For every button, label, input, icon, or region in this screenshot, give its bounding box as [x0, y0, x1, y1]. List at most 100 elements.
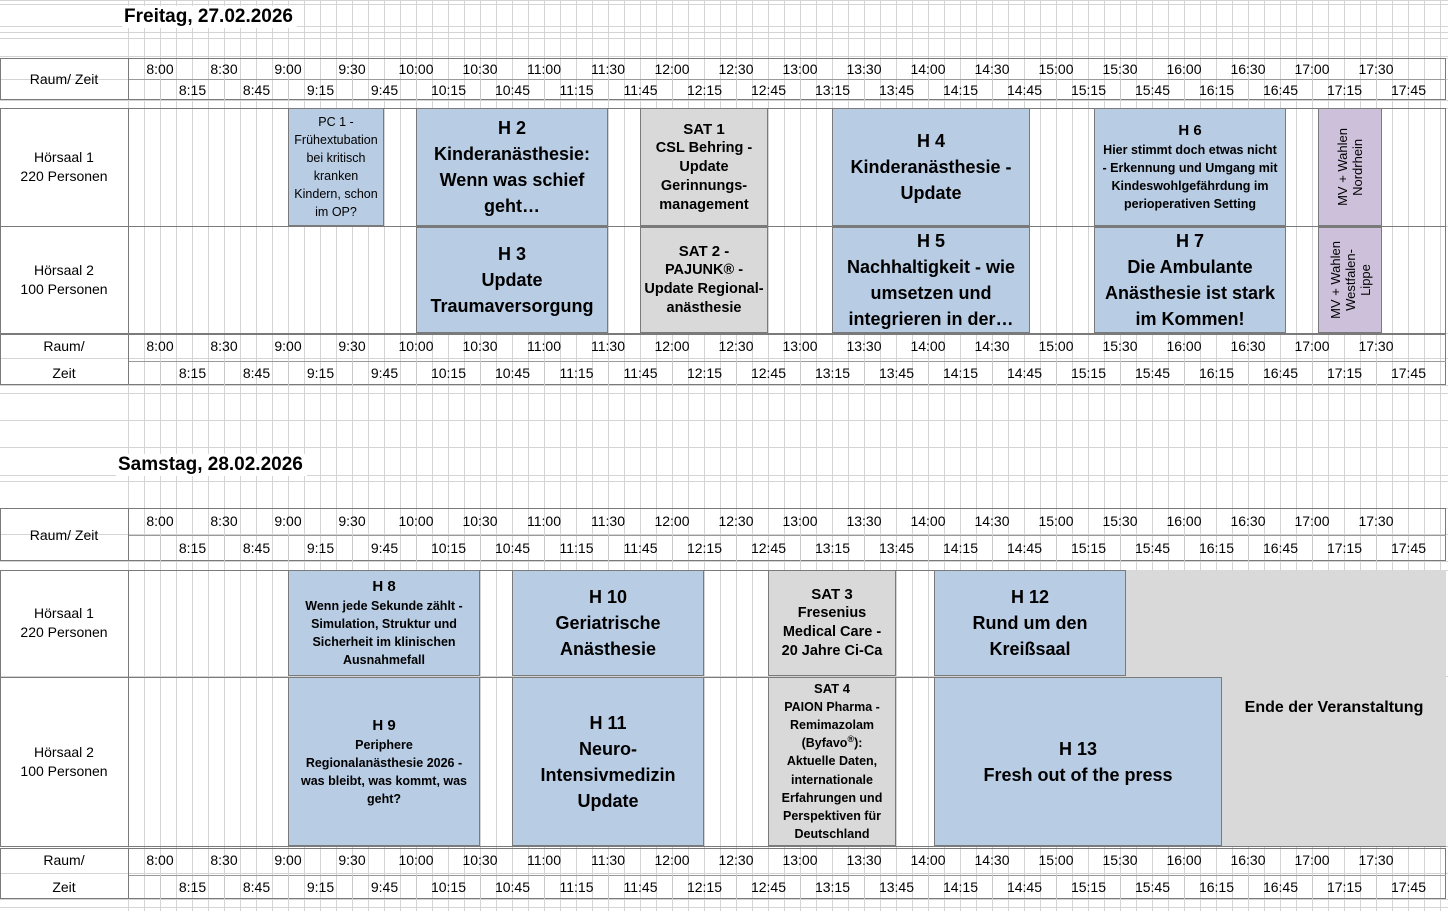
time-label-bottom: 14:45 — [992, 79, 1056, 100]
label-column-divider — [128, 334, 129, 385]
session-line: PAJUNK® - — [664, 262, 744, 278]
time-label-bottom: 9:15 — [288, 875, 352, 899]
time-label-top: 8:30 — [210, 60, 238, 77]
time-label-top: 10:30 — [462, 513, 498, 529]
label-column-divider — [128, 848, 129, 899]
time-label-top: 11:30 — [591, 60, 625, 77]
time-label-top: 13:30 — [846, 513, 882, 529]
session-line: Geriatrische — [555, 613, 661, 633]
time-label-bottom: 17:45 — [1376, 535, 1440, 561]
time-label-bottom: 15:15 — [1056, 535, 1120, 561]
time-label-top: 9:00 — [274, 338, 302, 354]
time-label-bottom: 11:45 — [608, 535, 672, 561]
session-h6[interactable]: H 6 Hier stimmt doch etwas nicht - Erken… — [1094, 108, 1286, 226]
session-h12[interactable]: H 12 Rund um den Kreißsaal — [934, 570, 1126, 676]
time-label-top: 14:30 — [974, 338, 1010, 354]
time-label-bottom: 13:45 — [864, 361, 928, 385]
session-line: Traumaversorgung — [430, 296, 594, 316]
room-name: Hörsaal 2 — [34, 743, 94, 760]
room-divider — [0, 677, 1446, 678]
session-mv-nordrhein[interactable]: MV + Wahlen Nordrhein — [1318, 108, 1382, 226]
session-mv-westfalen-lippe[interactable]: MV + Wahlen Westfalen- Lippe — [1318, 227, 1382, 333]
session-h10[interactable]: H 10 Geriatrische Anästhesie — [512, 570, 704, 676]
time-label-top: 12:30 — [718, 852, 754, 868]
time-label-top: 13:00 — [782, 60, 818, 77]
time-label-top: 13:00 — [782, 513, 818, 529]
time-label-bottom: 14:15 — [928, 79, 992, 100]
session-sat1[interactable]: SAT 1 CSL Behring - Update Gerinnungs- m… — [640, 108, 768, 226]
time-label-top: 11:00 — [527, 513, 561, 529]
session-sat4[interactable]: SAT 4 PAION Pharma - Remimazolam (Byfavo… — [768, 677, 896, 846]
session-line: geht… — [484, 196, 540, 216]
session-line: Die Ambulante — [1127, 257, 1253, 277]
time-label-top: 12:00 — [654, 513, 690, 529]
session-h2[interactable]: H 2 Kinderanästhesie: Wenn was schief ge… — [416, 108, 608, 226]
time-label-bottom: 13:15 — [800, 875, 864, 899]
session-h8[interactable]: H 8 Wenn jede Sekunde zählt - Simulation… — [288, 570, 480, 676]
session-pc1[interactable]: PC 1 - Frühextubation bei kritisch krank… — [288, 108, 384, 226]
time-label-bottom: 15:15 — [1056, 79, 1120, 100]
time-label-bottom: 17:15 — [1312, 361, 1376, 385]
time-label-top: 12:00 — [654, 338, 690, 354]
session-line: Aktuelle Daten, — [786, 754, 878, 769]
label-column-divider — [128, 570, 129, 847]
session-line: Update — [900, 183, 962, 203]
room-divider — [0, 226, 1446, 227]
time-label-bottom: 10:15 — [416, 875, 480, 899]
session-h4[interactable]: H 4 Kinderanästhesie - Update — [832, 108, 1030, 226]
time-label-top: 9:30 — [338, 60, 366, 77]
session-h5[interactable]: H 5 Nachhaltigkeit - wie umsetzen und in… — [832, 227, 1030, 333]
session-line: management — [659, 196, 749, 213]
time-label-bottom: 14:15 — [928, 361, 992, 385]
time-label-bottom: 17:45 — [1376, 79, 1440, 100]
session-line: Wenn was schief — [439, 170, 585, 190]
friday-footer-time-row — [0, 334, 1446, 385]
time-label-top: 10:30 — [462, 338, 498, 354]
session-h9[interactable]: H 9 Periphere Regionalanästhesie 2026 - … — [288, 677, 480, 846]
time-row-divider — [128, 875, 1446, 876]
time-label-top: 15:30 — [1102, 852, 1138, 868]
session-h3[interactable]: H 3 Update Traumaversorgung — [416, 227, 608, 333]
session-line: internationale — [791, 772, 873, 787]
session-line: Kinderanästhesie: — [433, 144, 591, 164]
session-line: Kindern, schon — [294, 187, 378, 201]
session-h7[interactable]: H 7 Die Ambulante Anästhesie ist stark i… — [1094, 227, 1286, 333]
time-label-bottom: 13:45 — [864, 79, 928, 100]
session-h11[interactable]: H 11 Neuro- Intensivmedizin Update — [512, 677, 704, 846]
time-label-top: 16:30 — [1230, 60, 1266, 77]
label-column-divider — [128, 108, 129, 334]
time-label-top: 12:30 — [718, 338, 754, 354]
time-label-bottom: 16:45 — [1248, 875, 1312, 899]
time-label-top: 10:30 — [462, 60, 498, 77]
session-line: Sicherheit im klinischen — [312, 635, 456, 649]
session-line: Anästhesie — [559, 639, 657, 659]
time-label-bottom: 13:15 — [800, 361, 864, 385]
time-label-bottom: 10:15 — [416, 361, 480, 385]
time-label-top: 8:00 — [146, 852, 174, 868]
session-sat3[interactable]: SAT 3 Fresenius Medical Care - 20 Jahre … — [768, 570, 896, 676]
time-label-top: 16:30 — [1230, 852, 1266, 868]
time-label-bottom: 17:15 — [1312, 875, 1376, 899]
session-sat2[interactable]: SAT 2 - PAJUNK® - Update Regional- anäst… — [640, 227, 768, 333]
time-label-bottom: 16:45 — [1248, 361, 1312, 385]
session-code: H 3 — [497, 244, 526, 264]
time-label-bottom: 8:45 — [224, 875, 288, 899]
session-code: H 7 — [1175, 231, 1204, 251]
end-of-event-label: Ende der Veranstaltung — [1244, 699, 1424, 716]
session-line: - Erkennung und Umgang mit — [1102, 161, 1278, 175]
footer-label-zeit-friday: Zeit — [52, 365, 76, 381]
session-line: Remimazolam — [789, 718, 875, 732]
session-h13[interactable]: H 13 Fresh out of the press — [934, 677, 1222, 846]
room-capacity: 220 Personen — [20, 168, 108, 184]
room-name: Hörsaal 1 — [34, 149, 94, 165]
time-label-top: 13:30 — [846, 60, 882, 77]
time-label-bottom: 12:45 — [736, 361, 800, 385]
session-line: Nachhaltigkeit - wie — [846, 257, 1016, 277]
time-label-top: 13:30 — [846, 338, 882, 354]
time-label-bottom: 15:15 — [1056, 361, 1120, 385]
footer-label-raum-friday: Raum/ — [43, 338, 85, 354]
time-label-bottom: 13:45 — [864, 535, 928, 561]
time-label-bottom: 9:15 — [288, 361, 352, 385]
time-label-top: 9:30 — [338, 513, 366, 529]
time-label-top: 11:00 — [527, 852, 561, 868]
